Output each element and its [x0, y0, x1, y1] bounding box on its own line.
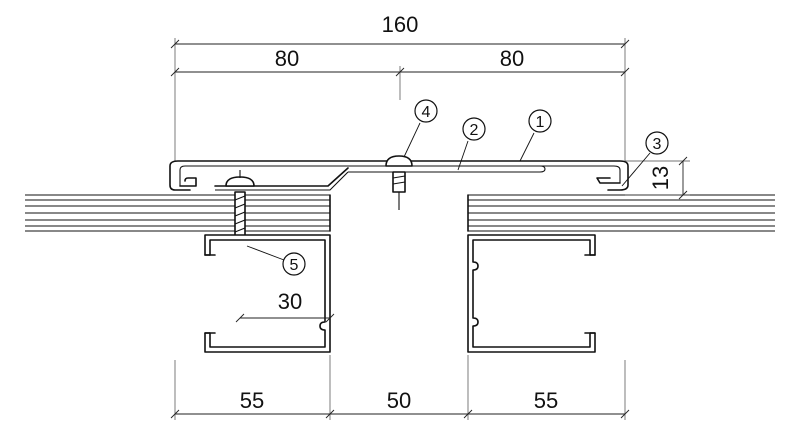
dimension-half-widths: 80 80 — [170, 46, 630, 100]
callout-5: 5 — [246, 245, 306, 276]
callout-3: 3 — [621, 131, 669, 187]
callout-2: 2 — [457, 117, 486, 171]
dimension-label-lip: 30 — [278, 289, 302, 314]
dimension-purlin-lip: 30 — [235, 289, 335, 323]
right-panel — [467, 194, 775, 232]
callout-4: 4 — [403, 99, 438, 158]
callout-label-5: 5 — [290, 257, 299, 274]
right-channel — [467, 234, 596, 353]
callout-label-1: 1 — [536, 114, 545, 131]
dimension-label-half-left: 80 — [275, 46, 299, 71]
dimension-label-bottom-right: 55 — [534, 388, 558, 413]
dimension-label-half-right: 80 — [500, 46, 524, 71]
dimension-bottom: 55 50 55 — [170, 355, 630, 420]
dimension-label-height: 13 — [648, 166, 673, 190]
callout-1: 1 — [519, 109, 552, 162]
dimension-label-bottom-left: 55 — [240, 388, 264, 413]
dimension-height-right: 13 — [625, 156, 690, 200]
dimension-overall-width: 160 — [170, 12, 630, 165]
left-panel — [25, 194, 331, 232]
callout-label-3: 3 — [653, 136, 662, 153]
left-channel — [204, 234, 331, 353]
dimension-label-overall: 160 — [382, 12, 419, 37]
dimension-label-bottom-center: 50 — [387, 388, 411, 413]
callout-label-2: 2 — [470, 122, 479, 139]
callout-label-4: 4 — [422, 104, 431, 121]
bolt-fastener — [385, 155, 413, 210]
